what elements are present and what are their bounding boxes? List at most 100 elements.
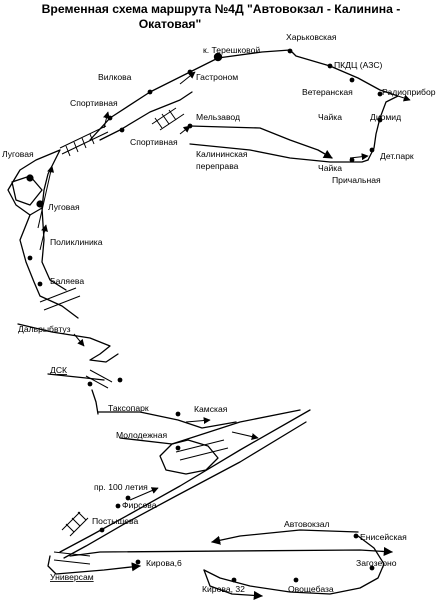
route-avtovokzal [211,529,359,545]
stop-marker-firsova[interactable] [115,503,121,509]
stop-marker-radiopribor[interactable] [377,91,383,97]
route-lugovaya-inner [11,175,43,206]
route-upper-east-spur [397,94,411,102]
label-lugovaya-2: Луговая [48,202,80,212]
stop-marker-molodezhnaya[interactable] [175,445,181,451]
route-dalrybvtuz-curve [17,323,119,363]
label-lugovaya-1: Луговая [2,149,34,159]
route-kirova6 [47,555,141,575]
label-tereshkovoy: к. Терешковой [203,45,260,55]
label-prichalnaya: Причальная [332,175,381,185]
label-chaika-2: Чайка [318,163,342,173]
stop-marker-ovoshchebaza[interactable] [293,577,299,583]
route-lugovaya-arrow [37,165,55,229]
stop-marker-kirova-6[interactable] [135,559,141,565]
route-sportivnaya-arrow [103,111,110,129]
stop-marker-zagozerno[interactable] [369,565,375,571]
stop-marker-melzavod[interactable] [187,123,193,129]
route-kamskaya-arrow [185,417,211,425]
label-kirova-6: Кирова,6 [146,558,182,568]
label-pereprava: переправа [196,161,239,171]
label-kalininskaya: Калининская [196,149,248,159]
stop-marker-dsk-2[interactable] [117,377,123,383]
route-lugovaya-loop [7,149,61,216]
stop-marker-chaika-2[interactable] [349,157,355,163]
label-dalrybvtuz: Дальрыбвтуз [18,324,71,334]
route-pr100-arrow [129,487,159,501]
stop-marker-poliklinika[interactable] [27,255,33,261]
stop-marker-lugovaya-1[interactable] [26,174,34,182]
route-melzavod [189,125,333,159]
stop-marker-balyaeva[interactable] [37,281,43,287]
label-sportivnaya-2: Спортивная [130,137,178,147]
stop-marker-vilkova[interactable] [147,89,153,95]
route-molodezhnaya-arrow [231,431,259,440]
stop-marker-kamskaya[interactable] [175,411,181,417]
stop-marker-diomid[interactable] [377,117,383,123]
label-sportivnaya-1: Спортивная [70,98,118,108]
route-west-descent [19,214,79,319]
label-univermag: Универсам [50,572,94,582]
label-dsk: ДСК [50,365,67,375]
bridge-balyaeva [39,287,81,311]
map-title-line-2: Окатовая" [139,17,202,31]
bridge-molodezhnaya [175,439,229,461]
label-postysheva: Постышева [92,516,139,526]
route-upper-outer [89,49,399,141]
stop-marker-pkdc[interactable] [327,63,333,69]
label-gastronom: Гастроном [196,72,238,82]
bridge-sportivnaya [59,125,109,157]
bridge-univermag [53,551,91,565]
stop-marker-det-park[interactable] [369,147,375,153]
label-radiopribor: Радиоприбор [382,87,436,97]
label-kharkovskaya: Харьковская [286,32,337,42]
route-kalininskaya [189,143,369,163]
stop-marker-sportivnaya-1[interactable] [107,115,113,121]
label-veteranskaya: Ветеранская [302,87,353,97]
route-taksopark [97,411,237,429]
bridge-dsk [85,369,113,389]
stop-marker-sportivnaya-2[interactable] [119,127,125,133]
stop-marker-tereshkovoy[interactable] [213,52,223,62]
stop-marker-lugovaya-2[interactable] [36,200,44,208]
label-chaika-1: Чайка [318,112,342,122]
map-title-line-1: Временная схема маршрута №4Д "Автовокзал… [42,2,401,16]
route-main-diagonal [59,409,311,553]
label-vilkova: Вилкова [98,72,132,82]
route-chaika-arrow [349,153,369,161]
label-eniseyskaya: Енисейская [360,532,407,542]
route-molodezhnaya-diag [119,409,301,445]
route-upper-inner [99,91,193,141]
label-ovoshchebaza: Овощебаза [288,584,334,594]
stop-marker-eniseyskaya[interactable] [353,533,359,539]
label-diomid: Диомид [370,112,401,122]
label-melzavod: Мельзавод [196,112,240,122]
stop-marker-postysheva[interactable] [99,527,105,533]
label-pkdc: ПКДЦ (АЗС) [334,60,383,70]
route-gastronom-arrow [179,71,196,85]
stop-marker-kharkovskaya[interactable] [287,48,293,54]
route-dalrybvtuz-arrow [73,333,85,347]
route-dsk-down [91,389,99,415]
route-ovoshchebaza [203,569,263,600]
label-firsova: Фирсова [122,500,157,510]
label-zagozerno: Загозерно [356,558,397,568]
bridge-melzavod [151,107,185,131]
stop-marker-dsk[interactable] [87,381,93,387]
stop-marker-kirova-32[interactable] [231,577,237,583]
label-molodezhnaya: Молодежная [116,430,168,440]
route-kirova6-return [69,546,393,557]
stop-marker-gastronom[interactable] [187,69,193,75]
label-kirova-32: Кирова, 32 [202,584,245,594]
stop-marker-veteranskaya[interactable] [349,77,355,83]
label-poliklinika: Поликлиника [50,237,103,247]
route-dsk [47,373,105,381]
label-avtovokzal: Автовокзал [284,519,330,529]
stop-marker-pr-100-letiya[interactable] [125,495,131,501]
label-det-park: Дет.парк [380,151,414,161]
route-main-diagonal-2 [63,421,307,559]
label-taksopark: Таксопарк [108,403,149,413]
bridge-firsova [61,511,89,537]
route-poliklinika-arrow [39,224,48,251]
